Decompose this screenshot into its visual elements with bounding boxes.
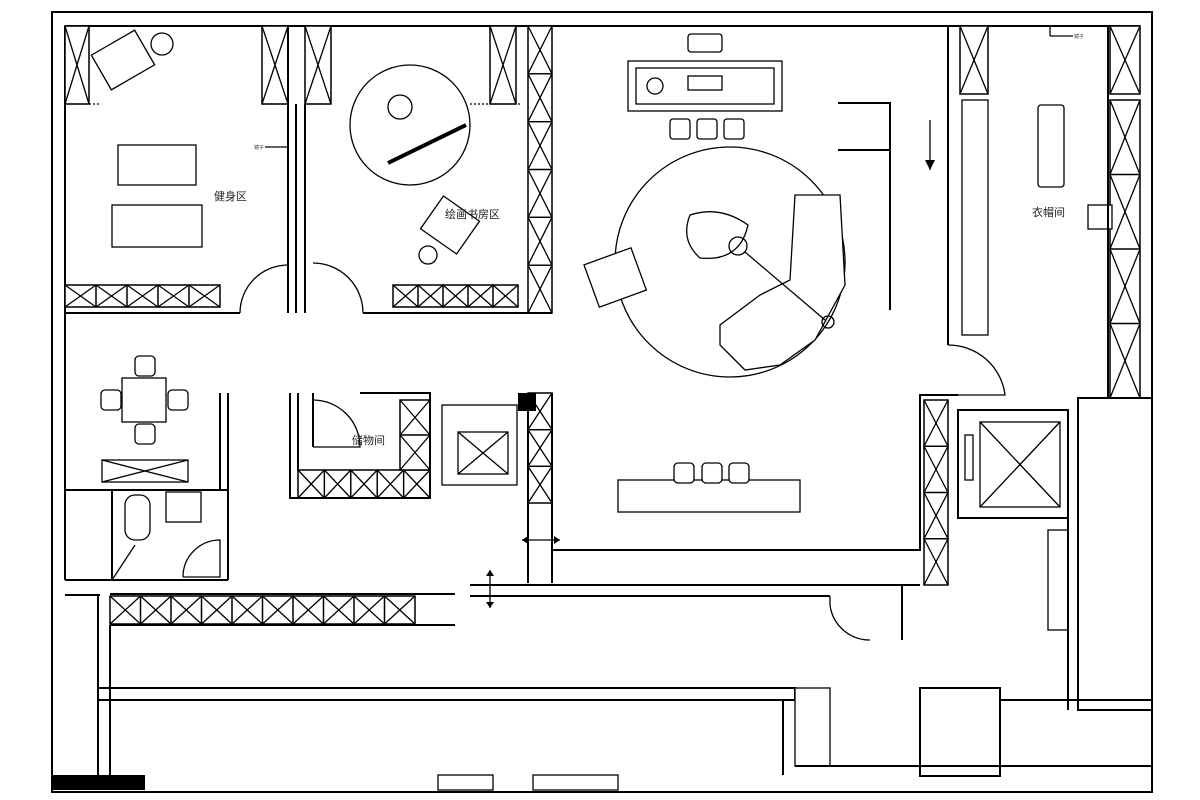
bench-icon — [111, 204, 203, 248]
elevator-icon — [441, 404, 518, 486]
wardrobe-label: 衣帽间 — [1032, 205, 1065, 219]
stove-icon — [1047, 529, 1069, 631]
mirror-label: 镜子 — [254, 144, 264, 151]
dining-area — [100, 355, 229, 580]
staircase — [838, 26, 1006, 396]
bathroom — [65, 489, 228, 581]
kitchen-island — [617, 462, 801, 513]
storage-room: 储物间 — [289, 392, 536, 499]
round-table-icon — [349, 64, 471, 186]
sink-icon — [165, 491, 202, 523]
storage-label: 储物间 — [352, 433, 385, 447]
dining-table-icon — [121, 377, 167, 423]
arrow-down-icon — [925, 160, 935, 170]
toilet-icon — [124, 494, 151, 541]
lounge-chair-icon — [583, 246, 648, 308]
island-icon — [1037, 104, 1065, 188]
treadmill-icon — [117, 144, 197, 186]
living-area — [583, 33, 846, 378]
mirror-label-2: 镜子 — [1074, 33, 1084, 40]
shoe-rack-icon — [961, 99, 989, 336]
coffee-table-icon — [686, 211, 749, 260]
arrow-icons — [486, 536, 560, 608]
elevator-core — [957, 397, 1153, 711]
study-label: 绘画书房区 — [445, 207, 500, 221]
study-room: 绘画书房区 — [304, 64, 552, 314]
sofa-icon — [719, 194, 846, 371]
gym-label: 健身区 — [214, 189, 247, 203]
interior-walls — [65, 393, 1152, 791]
wall-fill — [52, 775, 145, 790]
wardrobe-room: 镜子 衣帽间 — [1032, 26, 1113, 397]
gym-room: 健身区 镜子 — [65, 26, 297, 314]
armchair-icon — [90, 29, 174, 91]
media-console-icon — [627, 60, 783, 112]
chair-icon — [419, 195, 481, 255]
